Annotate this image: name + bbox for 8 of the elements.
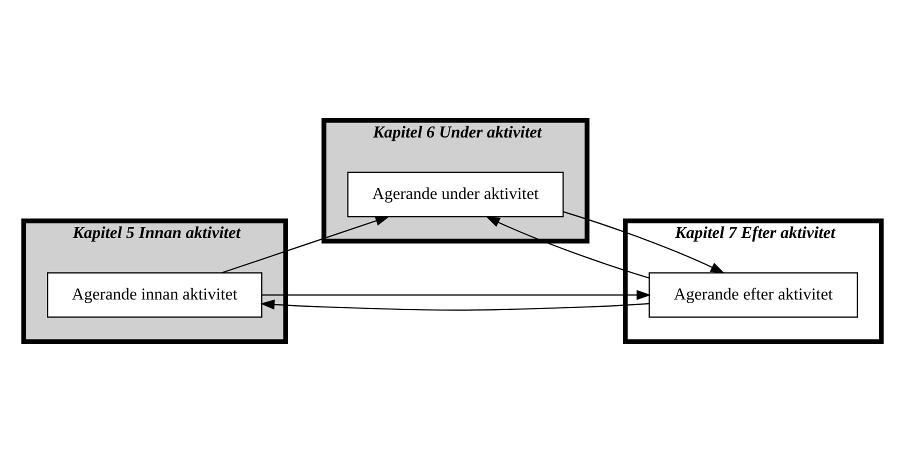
arrow	[262, 289, 651, 300]
node-box: Agerande innan aktivitet	[47, 272, 262, 318]
arrow	[260, 298, 650, 310]
node-box: Agerande efter aktivitet	[648, 272, 858, 318]
arrow	[563, 210, 725, 274]
node-box: Agerande under aktivitet	[347, 171, 564, 217]
arrow	[222, 216, 390, 273]
arrow	[486, 216, 650, 278]
